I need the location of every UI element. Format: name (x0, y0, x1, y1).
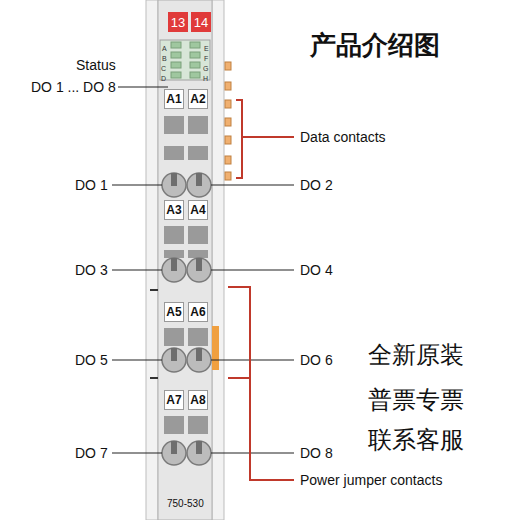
signal-label: DO 5 (75, 353, 108, 367)
status-leds (171, 42, 200, 78)
terminal-id: A1 (164, 89, 184, 109)
led-letter: C (161, 65, 166, 72)
terminal-clamps (162, 173, 211, 465)
promo-text: 联系客服 (368, 428, 464, 452)
right-rail (212, 0, 224, 520)
promo-text: 普票专票 (368, 388, 464, 412)
terminal-id: A8 (188, 390, 208, 410)
led-letter: F (204, 55, 208, 62)
signal-label: DO 1 (75, 178, 108, 192)
led-letter: E (204, 45, 209, 52)
terminal-id: A2 (188, 89, 208, 109)
left-rail (146, 0, 158, 520)
signal-label: DO 8 (300, 446, 333, 460)
led-panel (160, 40, 210, 80)
terminal-number: 13 (168, 12, 188, 32)
signal-label: DO 3 (75, 263, 108, 277)
signal-range: DO 1 ... DO 8 (31, 80, 116, 94)
ground-marks (150, 290, 158, 378)
title: 产品介绍图 (310, 32, 440, 58)
module-body (158, 0, 212, 520)
signal-label: DO 4 (300, 263, 333, 277)
leader-lines (112, 87, 294, 453)
terminal-id: A6 (188, 302, 208, 322)
power-jumper-label: Power jumper contacts (300, 473, 442, 487)
signal-label: DO 6 (300, 353, 333, 367)
status-label: Status (76, 58, 116, 72)
terminal-number: 14 (191, 12, 211, 32)
terminal-id: A7 (164, 390, 184, 410)
data-contacts (225, 62, 231, 180)
led-letter: A (162, 45, 167, 52)
terminal-id: A4 (188, 200, 208, 220)
bracket-lines (228, 100, 294, 480)
terminal-id: A5 (164, 302, 184, 322)
terminal-id: A3 (164, 200, 184, 220)
led-letter: B (162, 55, 167, 62)
led-letter: H (203, 75, 208, 82)
part-number: 750-530 (167, 499, 204, 509)
led-letter: D (161, 75, 166, 82)
signal-label: DO 2 (300, 178, 333, 192)
led-letter: G (203, 65, 208, 72)
power-contact (212, 326, 219, 370)
promo-text: 全新原装 (368, 343, 464, 367)
signal-label: DO 7 (75, 446, 108, 460)
data-contacts-label: Data contacts (300, 130, 386, 144)
